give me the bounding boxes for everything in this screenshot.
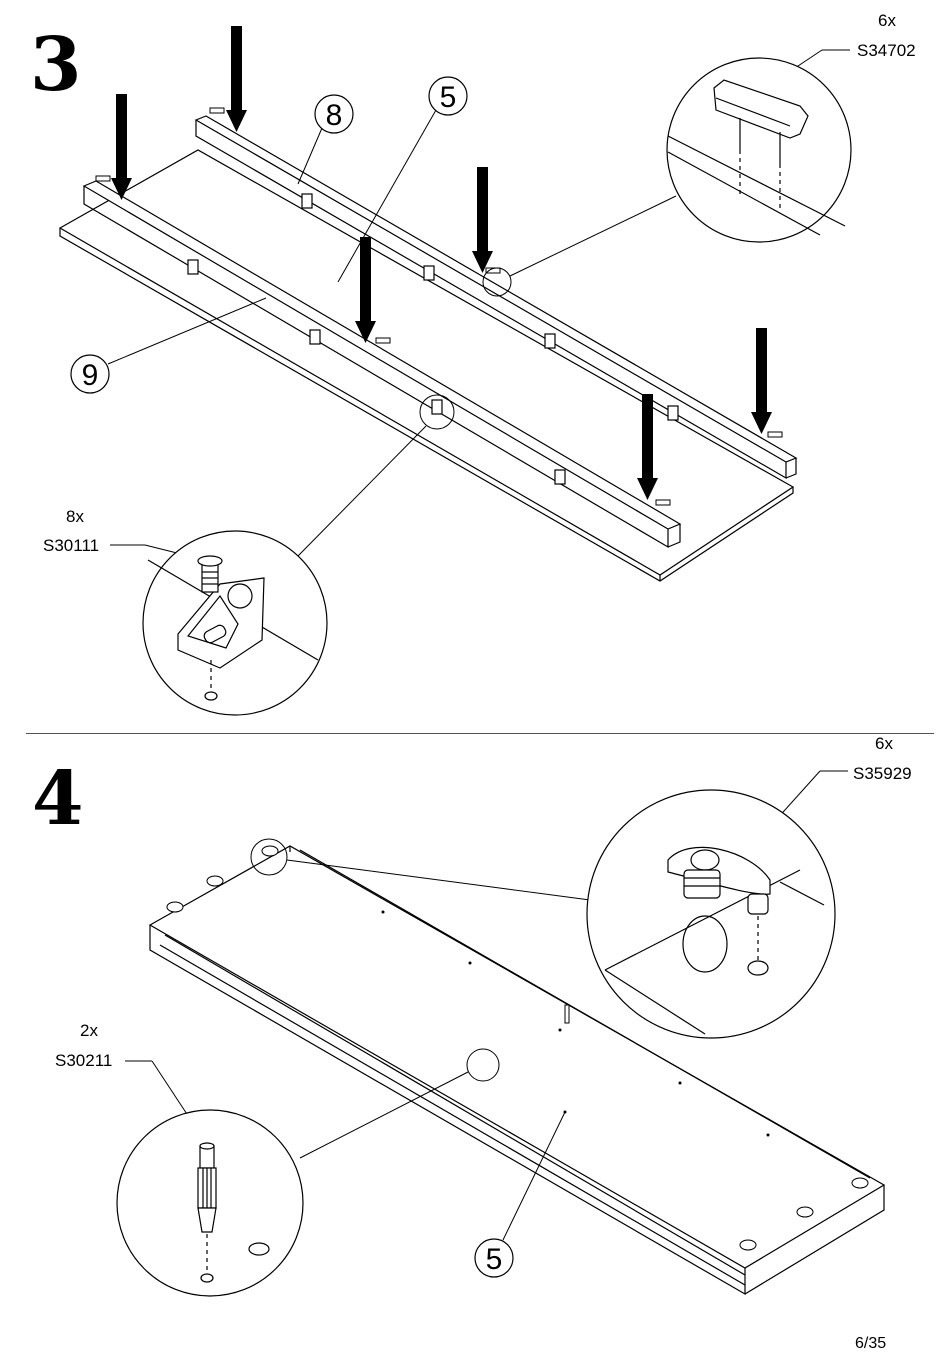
- step-4-illustration: 5: [0, 734, 950, 1354]
- callout-9: 9: [82, 359, 99, 392]
- bracket: [310, 330, 320, 344]
- bracket: [668, 406, 678, 420]
- bracket: [545, 334, 555, 348]
- step-3-illustration: 8 5 9: [0, 0, 950, 730]
- bracket: [188, 260, 198, 274]
- rail-9: [84, 181, 680, 529]
- bracket: [555, 470, 565, 484]
- arrow-down-icon: [111, 94, 132, 200]
- panel-5: [60, 150, 793, 575]
- detail-s30111: [143, 531, 327, 715]
- detail-s30211: [117, 1110, 303, 1296]
- callout-5-step4: 5: [486, 1243, 503, 1276]
- detail-s35929: [587, 790, 835, 1038]
- arrow-down-icon: [751, 328, 772, 434]
- callout-5: 5: [440, 81, 457, 114]
- bracket: [424, 266, 434, 280]
- bracket: [302, 194, 312, 208]
- detail-s34702: [667, 58, 851, 242]
- arrow-down-icon: [226, 26, 247, 132]
- page-number: 6/35: [855, 1336, 886, 1352]
- callout-8: 8: [326, 99, 343, 132]
- arrow-down-icon: [472, 167, 493, 273]
- bracket: [432, 400, 442, 414]
